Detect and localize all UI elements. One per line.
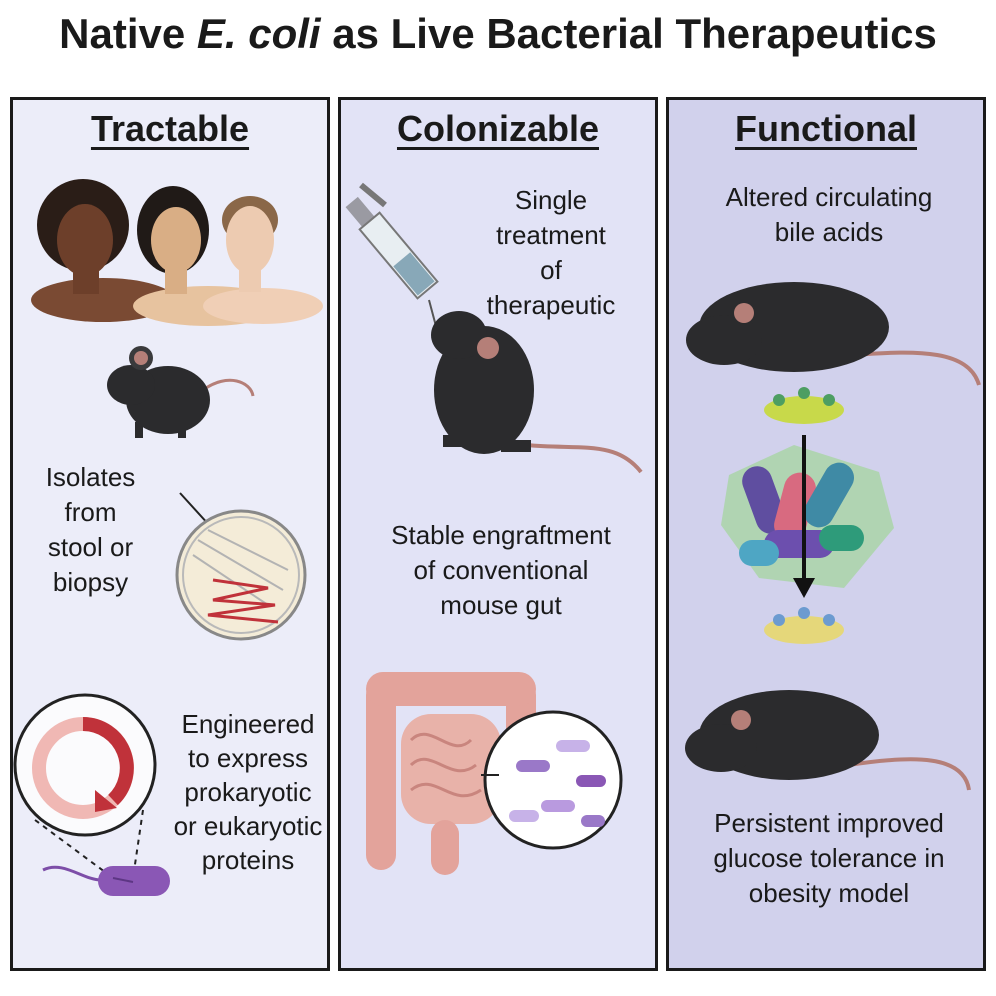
heading-functional: Functional	[735, 108, 917, 149]
engineered-text: Engineered to express prokaryotic or euk…	[173, 709, 323, 875]
mouse-icon	[431, 311, 643, 474]
bacterium-icon	[42, 865, 170, 896]
people-illustration	[31, 179, 323, 326]
single-treatment-text: Single treatment of therapeutic	[486, 185, 616, 320]
bile-acid-icon	[764, 607, 844, 644]
syringe-icon	[345, 182, 439, 331]
petri-dish-icon	[175, 492, 307, 641]
isolates-text: Isolates from stool or biopsy	[45, 462, 136, 597]
mouse-icon	[685, 690, 971, 791]
plasmid-icon	[13, 693, 157, 879]
stable-engraftment-text: Stable engraftment of conventional mouse…	[391, 520, 611, 620]
persistent-glucose-text: Persistent improved glucose tolerance in…	[713, 808, 945, 908]
heading-colonizable: Colonizable	[396, 108, 599, 149]
panel-functional: Functional	[666, 97, 986, 971]
down-arrow-icon	[793, 435, 815, 598]
altered-bile-text: Altered circulating bile acids	[725, 182, 933, 247]
microbiome-magnifier-icon	[481, 710, 623, 850]
mouse-icon	[686, 282, 981, 386]
bile-acid-icon	[764, 387, 844, 424]
page-title: Native E. coli as Live Bacterial Therape…	[59, 10, 937, 57]
bacteria-cluster-icon	[721, 445, 894, 588]
panel-colonizable: Colonizable	[338, 97, 658, 971]
panel-tractable: Tractable	[10, 97, 330, 971]
heading-tractable: Tractable	[90, 108, 250, 149]
mouse-icon	[107, 346, 255, 438]
